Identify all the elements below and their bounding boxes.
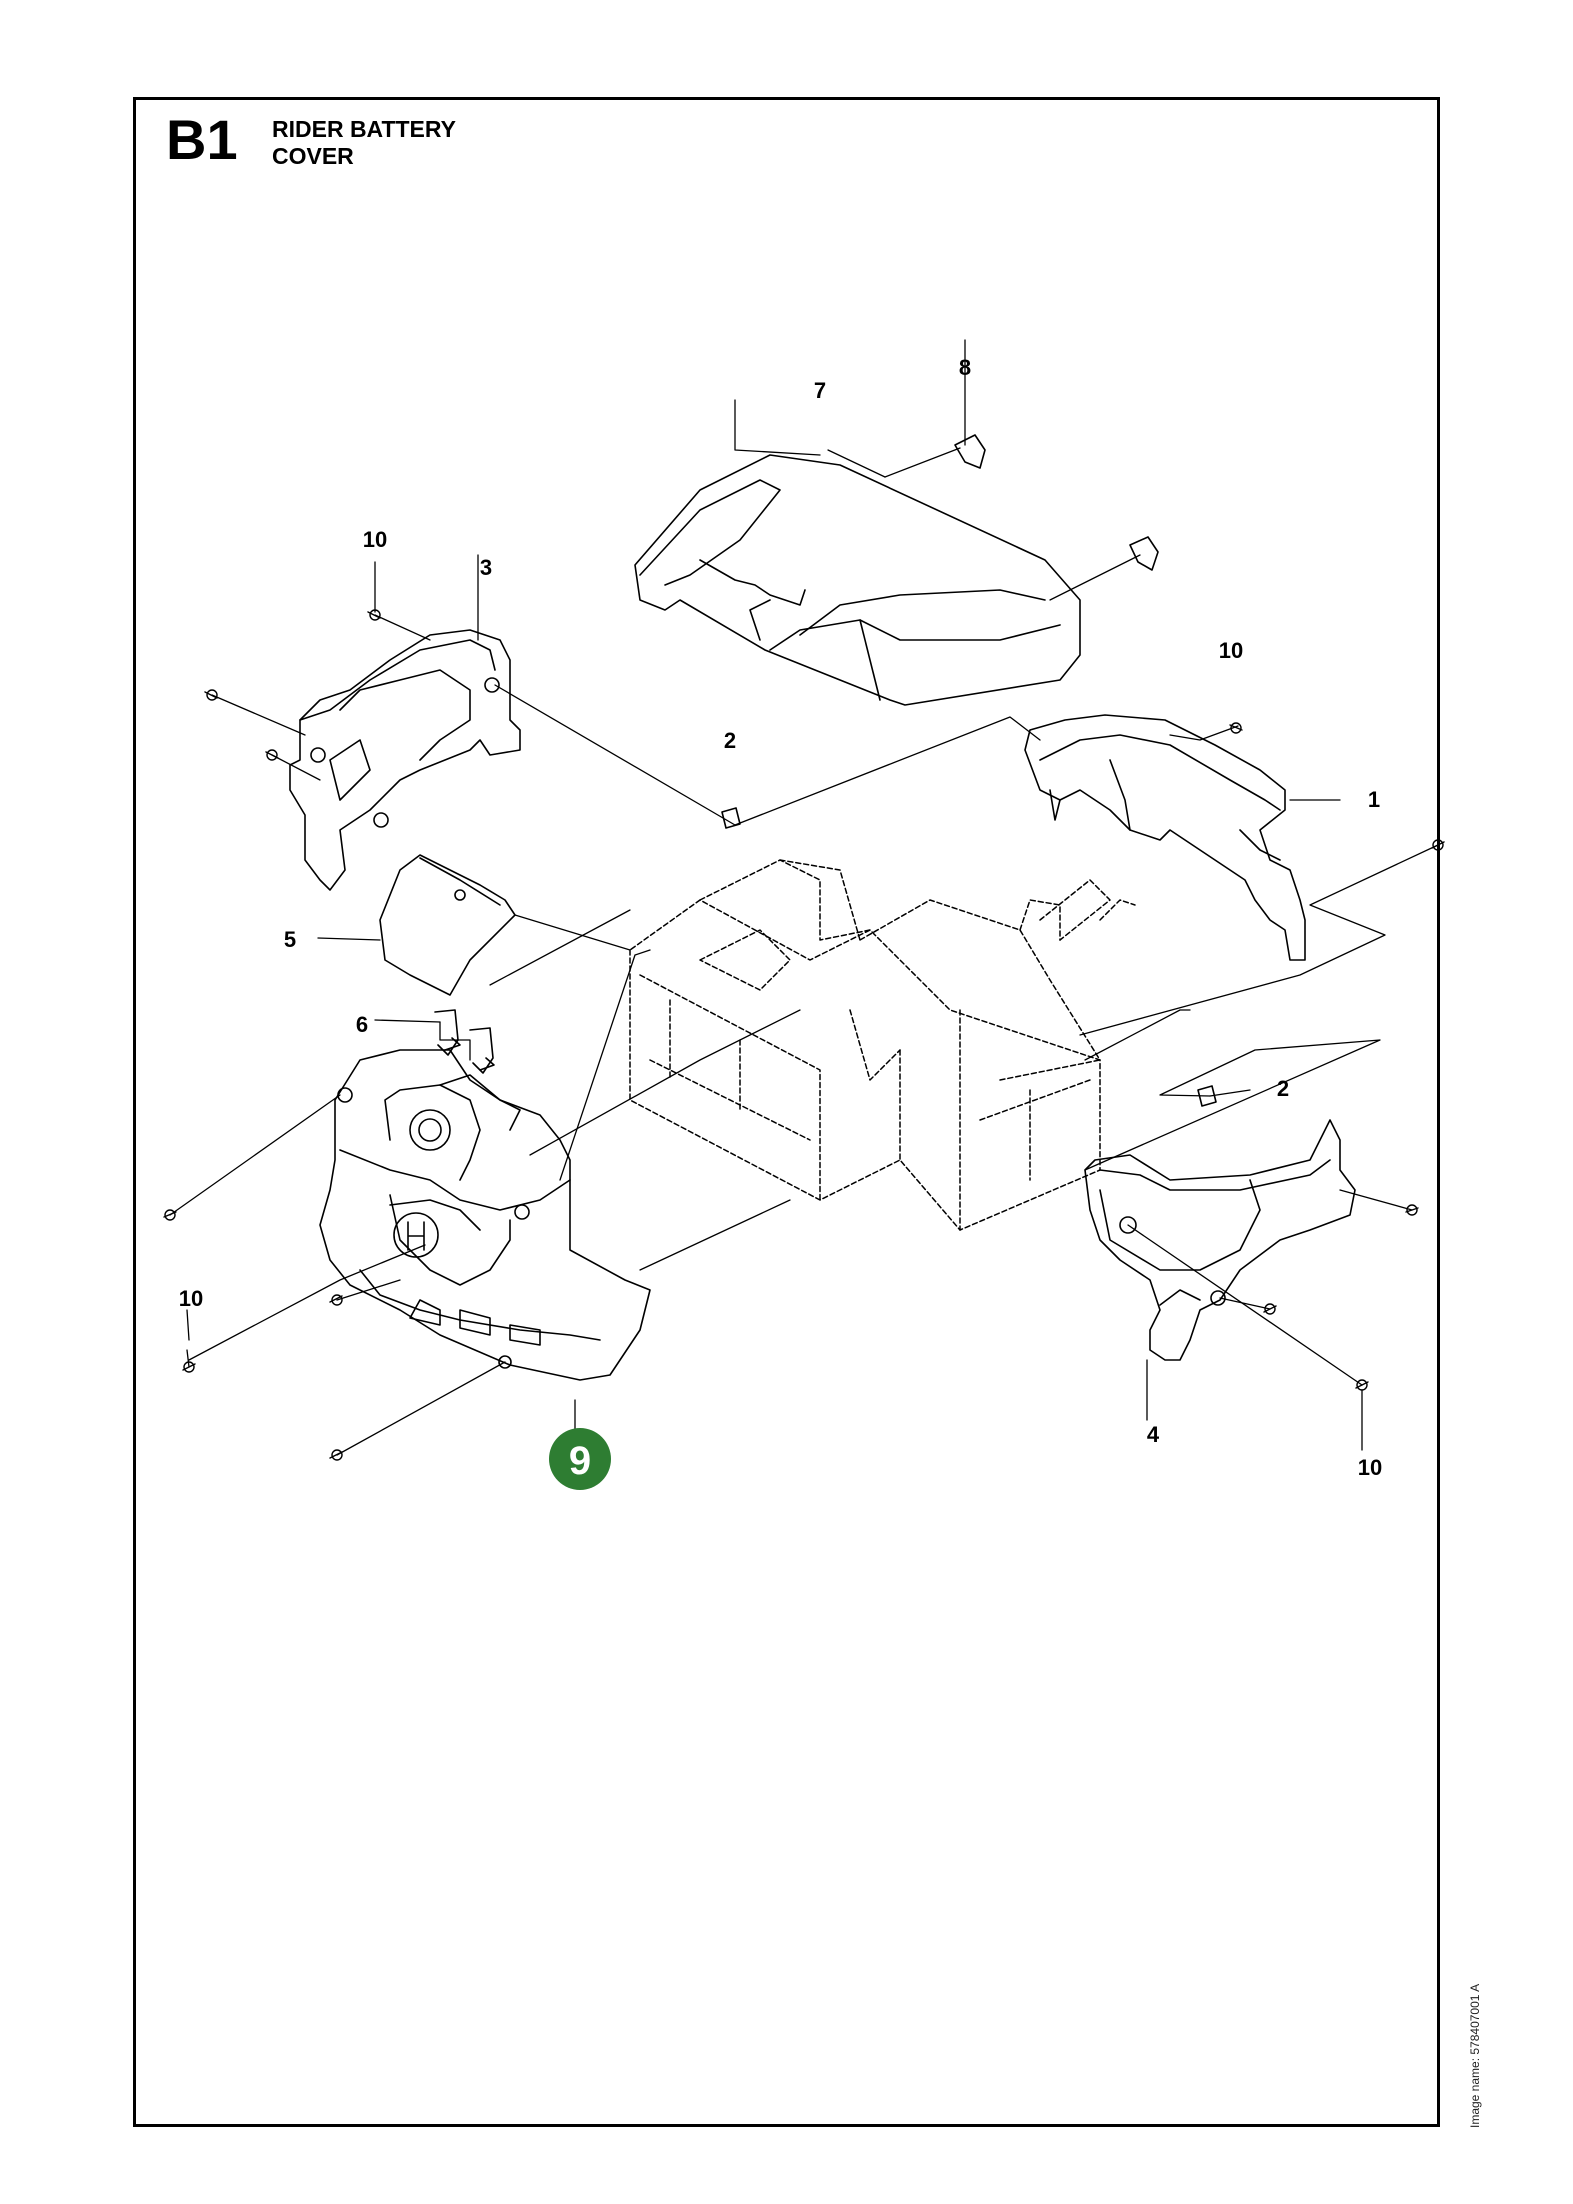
callout-10-right: 10: [1219, 638, 1243, 663]
title-line-2: COVER: [272, 143, 354, 169]
callout-6: 6: [356, 1012, 368, 1037]
drawing-frame: [133, 97, 1440, 2127]
part-3-left-panel: [289, 629, 521, 891]
callout-1: 1: [1368, 787, 1380, 812]
callout-2-bottom: 2: [1277, 1076, 1289, 1101]
callout-3: 3: [480, 555, 492, 580]
section-code: B1: [166, 108, 238, 171]
callout-5: 5: [284, 927, 296, 952]
part-2-clips: [721, 807, 1217, 1107]
callout-2-top: 2: [724, 728, 736, 753]
callout-4: 4: [1147, 1422, 1160, 1447]
highlight-circle: [549, 1428, 611, 1490]
part-9-front-cover: [319, 1049, 651, 1381]
callout-10-top-left: 10: [363, 527, 387, 552]
title-line-1: RIDER BATTERY: [272, 116, 456, 142]
section-title: RIDER BATTERY COVER: [272, 116, 456, 170]
chassis-frame: [629, 859, 1136, 1231]
part-8-clips: [954, 434, 1159, 571]
part-6-decal: [434, 1009, 495, 1074]
assembly-lines: [169, 339, 1439, 1456]
part-1-right-panel: [1024, 714, 1306, 961]
part-4-right-front-panel: [1084, 1119, 1356, 1361]
callout-9: 9: [569, 1439, 591, 1483]
image-name: Image name: 578407001 A: [1468, 1983, 1482, 2128]
callout-10-bottom-right: 10: [1358, 1455, 1382, 1480]
callout-7: 7: [814, 378, 826, 403]
part-5-small-cover: [379, 854, 516, 996]
callout-10-bottom-left: 10: [179, 1286, 203, 1311]
callout-8: 8: [959, 355, 971, 380]
callout-9-highlight: 9: [549, 1428, 611, 1490]
part-7-top-cover: [634, 454, 1081, 706]
callout-labels: 7 8 10 3 10 2 1 5 6 2 10 4 10 9: [179, 355, 1382, 1490]
